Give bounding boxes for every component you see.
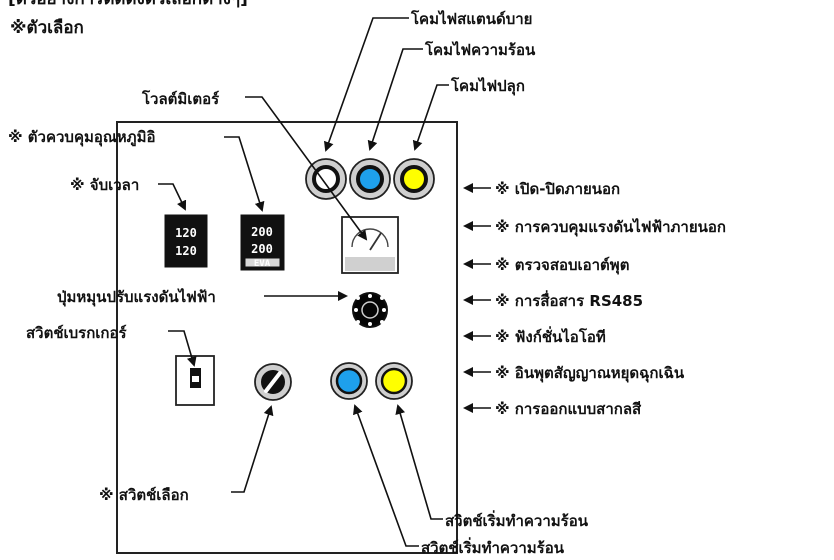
side-option-label: ※ การสื่อสาร RS485 [495,290,643,310]
label-timer: ※ จับเวลา [70,176,139,194]
timer-display-top: 120 [175,226,197,240]
side-option-label: ※ ตรวจสอบเอาต์พุต [495,256,629,275]
heat-start-button-yellow [375,362,413,400]
label-breaker-switch: สวิตช์เบรกเกอร์ [26,324,128,342]
temp-brand: EVA [254,259,271,269]
heat-start-button-blue [330,362,368,400]
temp-display-bottom: 200 [251,242,273,256]
label-heat-start-switch-1: สวิตช์เริ่มทำความร้อน [445,510,589,530]
leader-selector-switch [231,405,274,493]
side-option-label: ※ การควบคุมแรงดันไฟฟ้าภายนอก [495,217,726,237]
side-option-label: ※ การออกแบบสากลสี [495,400,642,418]
label-standby-lamp: โคมไฟสแตนด์บาย [410,9,532,28]
side-option-label: ※ เปิด-ปิดภายนอก [495,180,620,198]
leader-timer [158,183,187,211]
leader-standby-lamp [323,17,409,152]
selector-switch-device [254,363,292,401]
side-option-4: ※ การสื่อสาร RS485 [463,290,643,310]
leader-alarm-lamp [412,84,449,151]
alarm-lamp [393,158,435,200]
label-selector-switch: ※ สวิตช์เลือก [99,486,189,504]
temperature-controller-device: 200 200 EVA [240,214,285,271]
standby-lamp [305,158,347,200]
leader-heat-start-switch-1 [395,404,443,520]
side-option-1: ※ เปิด-ปิดภายนอก [463,180,620,198]
label-heat-start-switch-2: สวิตช์เริ่มทำความร้อน [421,537,565,557]
leader-voltmeter [245,96,368,241]
leader-heating-lamp [367,48,423,151]
temp-display-top: 200 [251,225,273,239]
header-subtitle: ※ตัวเลือก [10,17,84,38]
side-option-7: ※ การออกแบบสากลสี [463,400,642,418]
side-option-label: ※ ฟังก์ชั่นไอโอที [495,326,606,346]
label-voltmeter: โวลต์มิเตอร์ [141,89,220,108]
side-option-6: ※ อินพุตสัญญาณหยุดฉุกเฉิน [463,364,685,383]
side-option-5: ※ ฟังก์ชั่นไอโอที [463,326,606,346]
label-alarm-lamp: โคมไฟปลุก [450,76,525,96]
voltmeter-device [341,216,399,274]
label-voltage-knob: ปุ่มหมุนปรับแรงดันไฟฟ้า [57,287,216,307]
leader-heat-start-switch-2 [353,404,419,547]
header-top-fragment: [ตัวอย่างการติดตั้งตัวเลือกต่างๆ] [8,0,248,9]
side-option-label: ※ อินพุตสัญญาณหยุดฉุกเฉิน [495,364,685,383]
voltage-knob [352,292,388,328]
label-heating-lamp: โคมไฟความร้อน [424,40,536,59]
timer-device: 120 120 [164,214,208,268]
timer-display-bottom: 120 [175,244,197,258]
side-option-2: ※ การควบคุมแรงดันไฟฟ้าภายนอก [463,217,726,237]
side-option-3: ※ ตรวจสอบเอาต์พุต [463,256,629,275]
heating-lamp [349,158,391,200]
breaker-switch-device [175,355,215,406]
label-temperature-controller: ※ ตัวควบคุมอุณหภูมิอิ [8,128,155,147]
leader-temperature-controller [224,136,265,212]
leader-breaker-switch [168,330,197,367]
